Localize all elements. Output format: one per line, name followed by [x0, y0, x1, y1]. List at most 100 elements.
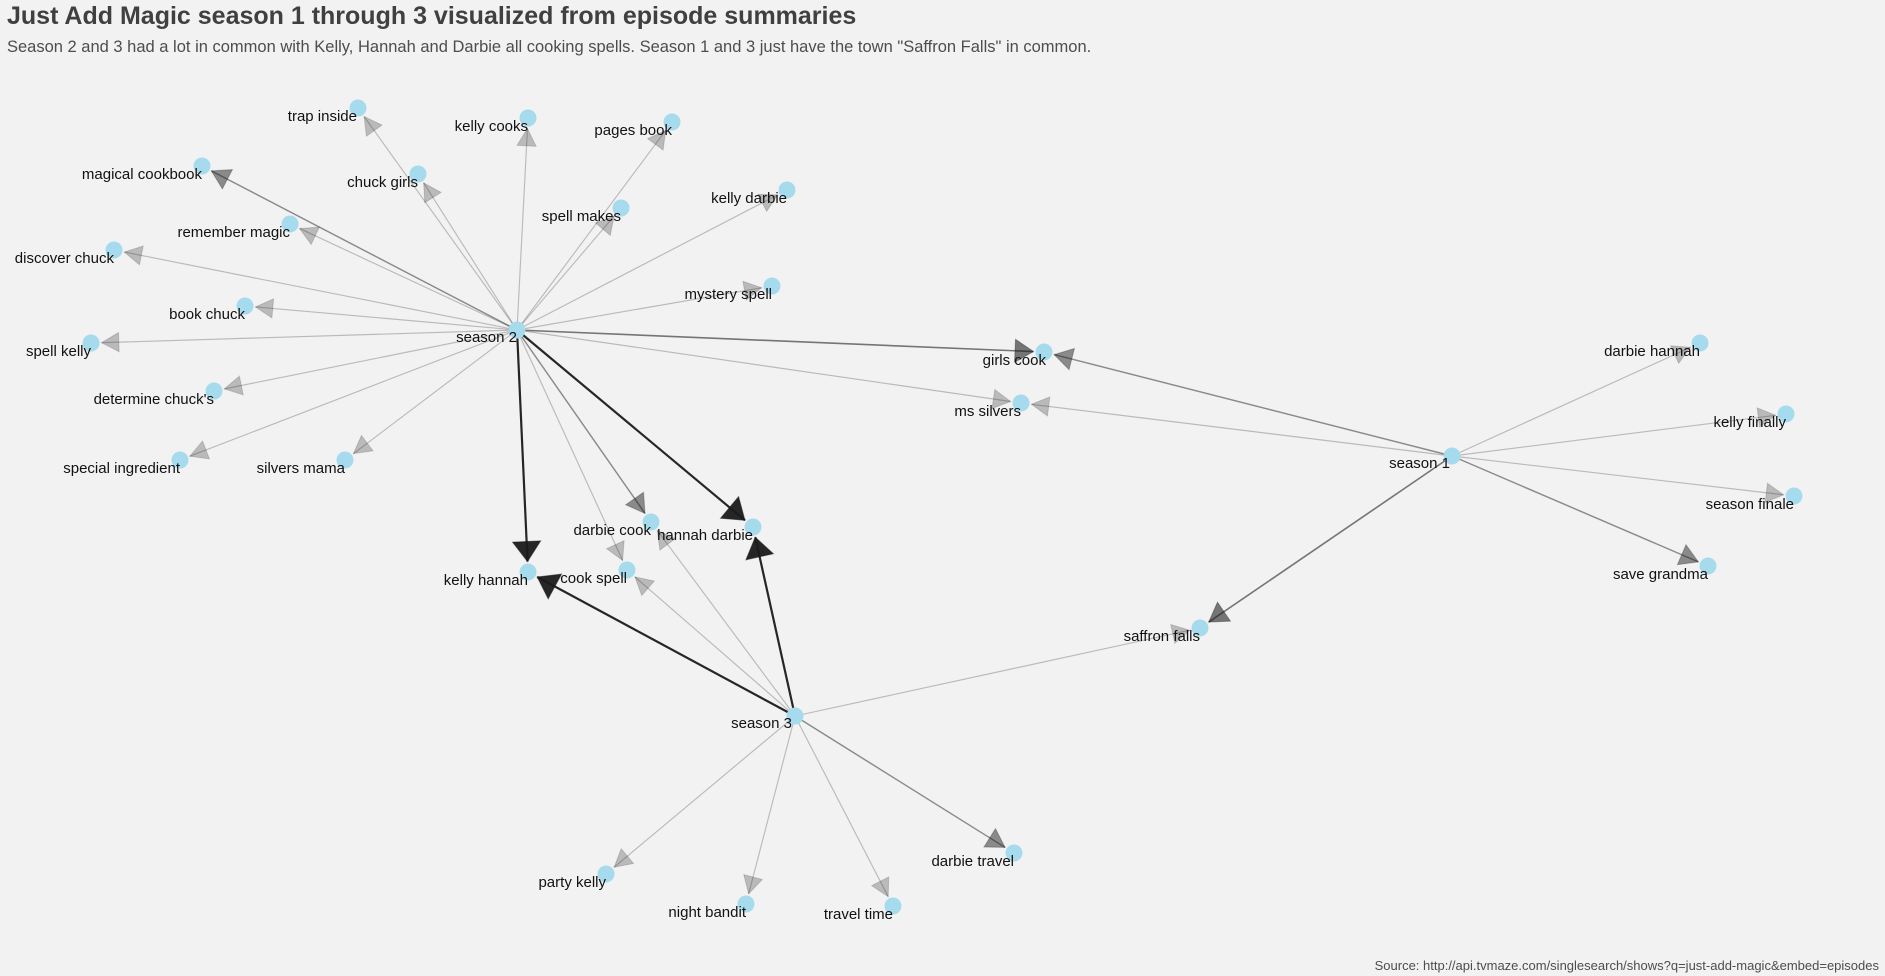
arrowhead-kelly-hannah [511, 540, 542, 563]
edge-season-1-to-season-finale [1451, 455, 1784, 496]
node-discover-chuck [105, 241, 123, 259]
node-trap-inside [349, 99, 367, 117]
arrowhead-ms-silvers [991, 388, 1012, 410]
node-party-kelly [597, 865, 615, 883]
arrowhead-night-bandit [743, 873, 764, 895]
edge-season-2-to-girls-cook [516, 329, 1034, 353]
node-label-silvers-mama: silvers mama [257, 460, 346, 477]
node-label-kelly-finally: kelly finally [1713, 414, 1786, 431]
edge-season-2-to-ms-silvers [516, 329, 1011, 403]
node-silvers-mama [336, 451, 354, 469]
edge-season-2-to-special-ingredient [189, 329, 518, 457]
edge-season-3-to-darbie-cook [656, 530, 796, 717]
arrowhead-magical-cookbook [210, 169, 234, 190]
edge-season-3-to-cook-spell [634, 576, 796, 717]
edge-season-2-to-spell-makes [516, 215, 615, 331]
node-pages-book [663, 113, 681, 131]
node-season-1 [1443, 447, 1461, 465]
arrowhead-ms-silvers [1030, 396, 1051, 417]
arrowhead-pages-book [646, 129, 667, 152]
edge-season-3-to-saffron-falls [794, 629, 1190, 717]
edge-season-3-to-kelly-hannah [536, 576, 796, 717]
node-label-season-2: season 2 [456, 329, 517, 346]
node-spell-kelly [82, 334, 100, 352]
arrowhead-chuck-girls [423, 181, 443, 204]
edge-season-2-to-discover-chuck [124, 251, 518, 331]
edge-season-1-to-girls-cook [1053, 353, 1453, 457]
node-saffron-falls [1191, 619, 1209, 637]
arrowhead-silvers-mama [352, 434, 374, 455]
edge-season-2-to-darbie-cook [516, 329, 646, 514]
node-hannah-darbie [744, 518, 762, 536]
node-remember-magic [281, 215, 299, 233]
node-travel-time [884, 897, 902, 915]
node-label-spell-makes: spell makes [542, 208, 621, 225]
node-darbie-hannah [1691, 334, 1709, 352]
arrowhead-darbie-travel [983, 827, 1006, 848]
node-spell-makes [612, 199, 630, 217]
edge-season-2-to-kelly-darbie [516, 194, 778, 331]
edge-season-2-to-silvers-mama [353, 329, 518, 455]
arrowhead-darbie-cook [656, 529, 677, 552]
edge-season-3-to-travel-time [794, 715, 889, 897]
node-darbie-travel [1005, 844, 1023, 862]
edge-season-3-to-hannah-darbie [754, 537, 797, 717]
arrowhead-discover-chuck [123, 245, 144, 266]
arrowhead-kelly-cooks [516, 127, 537, 147]
node-label-book-chuck: book chuck [169, 306, 245, 323]
arrowhead-season-finale [1764, 482, 1785, 504]
edge-season-2-to-magical-cookbook [210, 170, 518, 331]
arrowhead-kelly-darbie [756, 193, 779, 213]
arrowhead-spell-kelly [100, 331, 120, 353]
arrowhead-cook-spell [605, 539, 625, 562]
arrowhead-hannah-darbie [719, 495, 746, 521]
chart-title: Just Add Magic season 1 through 3 visual… [7, 2, 857, 30]
arrowhead-travel-time [870, 875, 890, 898]
arrowhead-mystery-spell [742, 280, 763, 302]
edge-season-1-to-darbie-hannah [1451, 346, 1691, 457]
arrowhead-saffron-falls [1207, 601, 1232, 623]
edge-season-1-to-ms-silvers [1031, 403, 1453, 457]
node-label-ms-silvers: ms silvers [954, 403, 1021, 420]
edge-season-2-to-chuck-girls [423, 182, 518, 331]
arrowhead-cook-spell [634, 576, 656, 597]
edge-season-2-to-hannah-darbie [516, 329, 746, 522]
node-girls-cook [1035, 343, 1053, 361]
edge-season-2-to-determine-chuck-s [224, 329, 518, 390]
edge-season-1-to-kelly-finally [1451, 414, 1776, 457]
node-label-darbie-travel: darbie travel [931, 853, 1014, 870]
arrowhead-save-grandma [1676, 543, 1700, 566]
edge-season-2-to-mystery-spell [516, 287, 762, 331]
arrowhead-kelly-hannah [536, 573, 563, 600]
node-kelly-darbie [778, 181, 796, 199]
node-label-chuck-girls: chuck girls [347, 174, 418, 191]
arrowhead-darbie-hannah [1669, 345, 1692, 365]
edge-season-2-to-spell-kelly [101, 329, 518, 344]
edge-layer [101, 116, 1784, 897]
node-label-season-1: season 1 [1389, 455, 1450, 472]
arrowhead-girls-cook [1014, 338, 1035, 364]
node-label-hannah-darbie: hannah darbie [657, 527, 753, 544]
node-season-3 [786, 707, 804, 725]
node-night-bandit [737, 895, 755, 913]
node-special-ingredient [171, 451, 189, 469]
node-determine-chuck-s [205, 382, 223, 400]
node-chuck-girls [409, 165, 427, 183]
node-magical-cookbook [193, 157, 211, 175]
arrowhead-trap-inside [363, 115, 384, 138]
node-label-pages-book: pages book [594, 122, 672, 139]
node-label-girls-cook: girls cook [983, 352, 1047, 369]
node-ms-silvers [1012, 394, 1030, 412]
arrowhead-darbie-cook [624, 491, 646, 515]
node-label-darbie-hannah: darbie hannah [1604, 343, 1700, 360]
node-book-chuck [236, 297, 254, 315]
node-label-spell-kelly: spell kelly [26, 343, 92, 360]
edge-season-3-to-night-bandit [748, 715, 796, 894]
node-label-cook-spell: cook spell [560, 570, 627, 587]
arrowhead-hannah-darbie [745, 536, 775, 561]
node-label-kelly-hannah: kelly hannah [444, 572, 528, 589]
node-label-determine-chuck-s: determine chuck's [94, 391, 214, 408]
node-season-2 [508, 321, 526, 339]
node-darbie-cook [642, 513, 660, 531]
